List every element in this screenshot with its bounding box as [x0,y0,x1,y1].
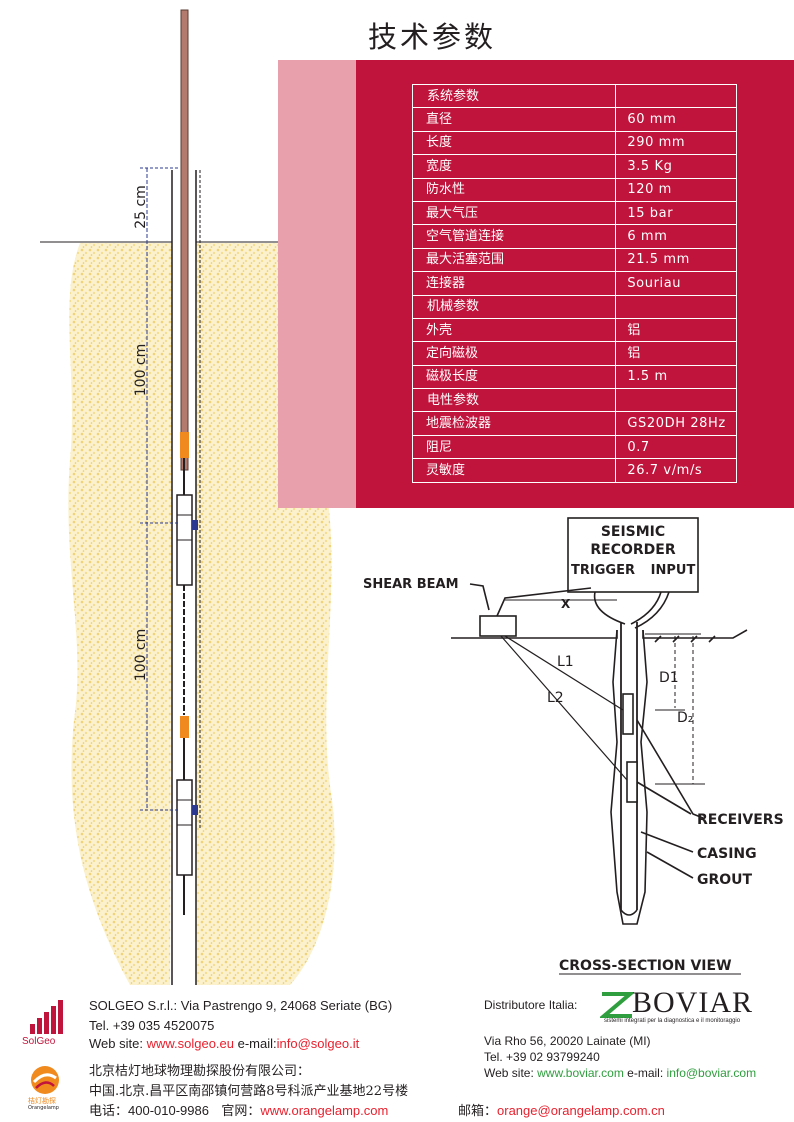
page-title: 技术参数 [368,20,497,54]
orange-web-link[interactable]: www.orangelamp.com [260,1103,389,1118]
d2-label: D₂ [677,710,693,726]
recorder-label-1: SEISMIC [601,524,665,540]
solgeo-email-link[interactable]: info@solgeo.it [276,1036,360,1051]
shear-beam-block [479,615,517,637]
boviar-tagline: sistemi integrati per la diagnostica e i… [604,1018,741,1024]
spec-label: 宽度 [411,154,617,179]
spec-value: 290 mm [615,131,737,156]
d1-label: D1 [659,670,679,686]
shear-beam-label: SHEAR BEAM [363,577,459,592]
boviar-tel: Tel. +39 02 93799240 [484,1050,600,1064]
orange-email-label: 邮箱： [458,1104,498,1119]
spec-label: 最大气压 [411,201,617,226]
spec-value: 6 mm [615,224,737,249]
soil-left [68,243,172,985]
spec-label: 灵敏度 [411,458,617,483]
solgeo-logo-text: SolGeo [22,1036,56,1047]
receivers-label: RECEIVERS [697,812,784,828]
spec-label: 阻尼 [411,435,617,460]
orangelamp-logo-icon [31,1066,59,1094]
boviar-address: Via Rho 56, 20020 Lainate (MI) [484,1034,651,1048]
casing-label: CASING [697,846,757,862]
probe-rod [180,9,189,471]
spec-value: 21.5 mm [615,248,737,273]
orange-company: 北京桔灯地球物理勘探股份有限公司： [89,1064,311,1079]
trigger-label: TRIGGER [571,563,635,578]
boviar-logo-text: BOVIAR [632,986,754,1019]
orange-tel-label: 电话： [89,1104,129,1119]
spec-label: 长度 [411,131,617,156]
dim-bottom-label: 100 cm [133,629,149,682]
receiver-upper [622,693,634,735]
orange-address: 中国.北京.昌平区南邵镇何营路8号科派产业基地22号楼 [89,1084,409,1099]
orange-web-label: 官网： [221,1104,261,1119]
distributor-label: Distributore Italia: [484,998,578,1012]
spec-section-electrical: 电性参数 [411,388,617,413]
receiver-lower [626,761,638,803]
spec-section-mechanical: 机械参数 [411,295,617,319]
spec-section-system: 系统参数 [411,83,617,109]
spec-value: 1.5 m [615,365,737,390]
spec-value: GS20DH 28Hz [615,411,737,436]
l2-label: L2 [547,690,564,706]
orange-tel: 400-010-9986 [128,1103,209,1118]
dim-top-label: 25 cm [133,185,149,229]
spec-value: 铝 [615,318,737,343]
seismic-recorder-box [567,517,699,593]
spec-label: 连接器 [411,271,617,296]
spec-label: 外壳 [411,318,617,343]
cross-section-caption: CROSS-SECTION VIEW [559,958,732,974]
orangelamp-logo-sub: Orangelamp [28,1105,59,1111]
boviar-web-label: Web site: [484,1066,538,1080]
solgeo-logo-icon [30,1000,63,1034]
spec-label: 地震检波器 [411,411,617,436]
boviar-web-link[interactable]: www.boviar.com [537,1066,624,1080]
orangelamp-logo-text: 桔灯勘探 [28,1097,56,1105]
solgeo-tel: Tel. +39 035 4520075 [89,1018,215,1033]
recorder-label-2: RECORDER [590,542,675,558]
solgeo-web-line: Web site: www.solgeo.eu e-mail:info@solg… [89,1036,359,1051]
boviar-email-label: e-mail: [623,1066,667,1080]
boviar-web-line: Web site: www.boviar.com e-mail: info@bo… [484,1066,756,1080]
solgeo-web-link[interactable]: www.solgeo.eu [146,1036,235,1051]
spec-value: 120 m [615,178,737,202]
orange-email-link[interactable]: orange@orangelamp.com.cn [497,1103,665,1118]
probe-connector-lower [180,716,189,738]
orange-email-line: 邮箱：orange@orangelamp.com.cn [458,1100,665,1119]
solgeo-company: SOLGEO S.r.l.: Via Pastrengo 9, 24068 Se… [89,998,393,1013]
spec-label: 防水性 [411,178,617,202]
spec-value: 铝 [615,341,737,366]
probe-connector-upper [180,432,189,458]
spec-label: 定向磁极 [411,341,617,366]
solgeo-email-label: e-mail: [234,1036,277,1051]
spec-value: 0.7 [615,435,737,460]
spec-value: 3.5 Kg [615,154,737,179]
spec-value: 60 mm [615,107,737,132]
cross-section-diagram: SEISMIC RECORDER TRIGGER INPUT SHEAR BEA… [363,517,784,975]
orange-contact-line: 电话：400-010-9986 官网：www.orangelamp.com [89,1100,388,1119]
x-label: X [561,597,571,611]
spec-panel-overlay [278,60,356,508]
spec-label: 磁极长度 [411,365,617,390]
spec-label: 最大活塞范围 [411,248,617,273]
dim-mid-label: 100 cm [133,344,149,397]
spec-label: 直径 [411,107,617,132]
solgeo-web-label: Web site: [89,1036,147,1051]
grout-label: GROUT [697,872,753,888]
spec-value: Souriau [615,271,737,296]
spec-value: 15 bar [615,201,737,226]
spec-label: 空气管道连接 [411,224,617,249]
l1-label: L1 [557,654,574,670]
probe-receiver-lower [176,779,193,876]
boviar-logo-icon [600,992,634,1018]
spec-value: 26.7 v/m/s [615,458,737,483]
boviar-email-link[interactable]: info@boviar.com [666,1066,757,1080]
input-label: INPUT [651,563,696,578]
